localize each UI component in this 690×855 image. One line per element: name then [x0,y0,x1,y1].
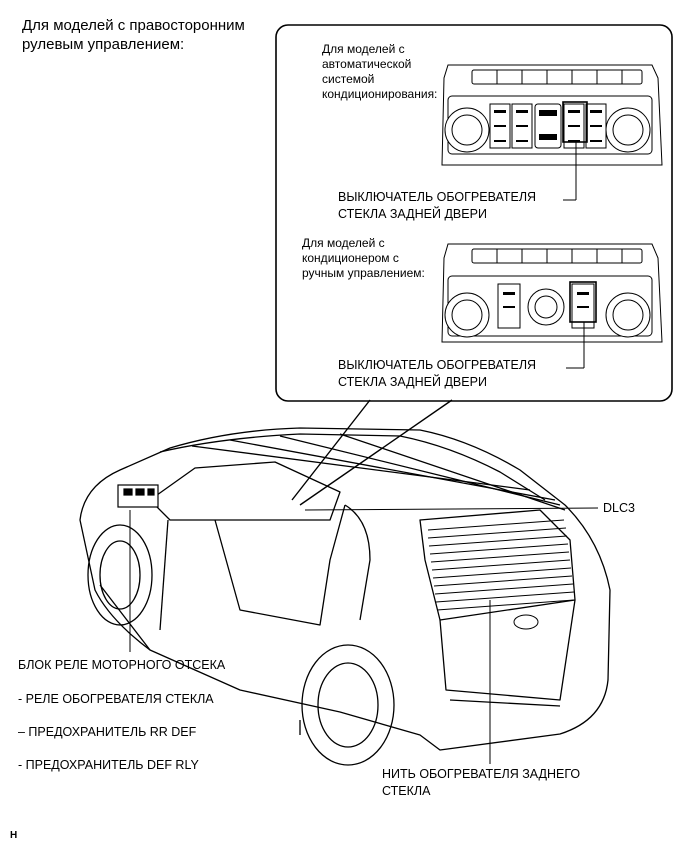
suv-outline [79,427,611,751]
figure-code: H [10,830,18,841]
manual-ac-button-marks [503,292,589,308]
dlc3-label: DLC3 [603,501,635,515]
relay-item-defogger-relay: - РЕЛЕ ОБОГРЕВАТЕЛЯ СТЕКЛА [18,692,214,706]
wheels [87,524,395,766]
rear-emblem [513,614,539,630]
rear-window-defogger-lines [427,519,575,611]
rear-door-defogger-switch-label-auto: ВЫКЛЮЧАТЕЛЬ ОБОГРЕВАТЕЛЯ СТЕКЛА ЗАДНЕЙ Д… [338,190,537,221]
relay-item-rr-def-fuse: – ПРЕДОХРАНИТЕЛЬ RR DEF [18,725,197,739]
manual-ac-note: Для моделей с кондиционером с ручным упр… [302,236,425,280]
auto-ac-note: Для моделей с автоматической системой ко… [322,42,438,101]
engine-relay-block [117,484,159,508]
auto-ac-button-marks [494,110,602,142]
callout-pointer [291,399,453,506]
rear-door-defogger-switch-label-manual: ВЫКЛЮЧАТЕЛЬ ОБОГРЕВАТЕЛЯ СТЕКЛА ЗАДНЕЙ Д… [338,358,537,389]
manual-ac-control-panel [441,243,663,343]
relay-item-def-rly-fuse: - ПРЕДОХРАНИТЕЛЬ DEF RLY [18,758,199,772]
page-heading: Для моделей с правосторонним рулевым упр… [22,17,245,53]
engine-relay-block-label: БЛОК РЕЛЕ МОТОРНОГО ОТСЕКА [18,658,226,672]
rear-defogger-wire-label: НИТЬ ОБОГРЕВАТЕЛЯ ЗАДНЕГО СТЕКЛА [382,767,581,798]
label-leaders [129,507,599,764]
